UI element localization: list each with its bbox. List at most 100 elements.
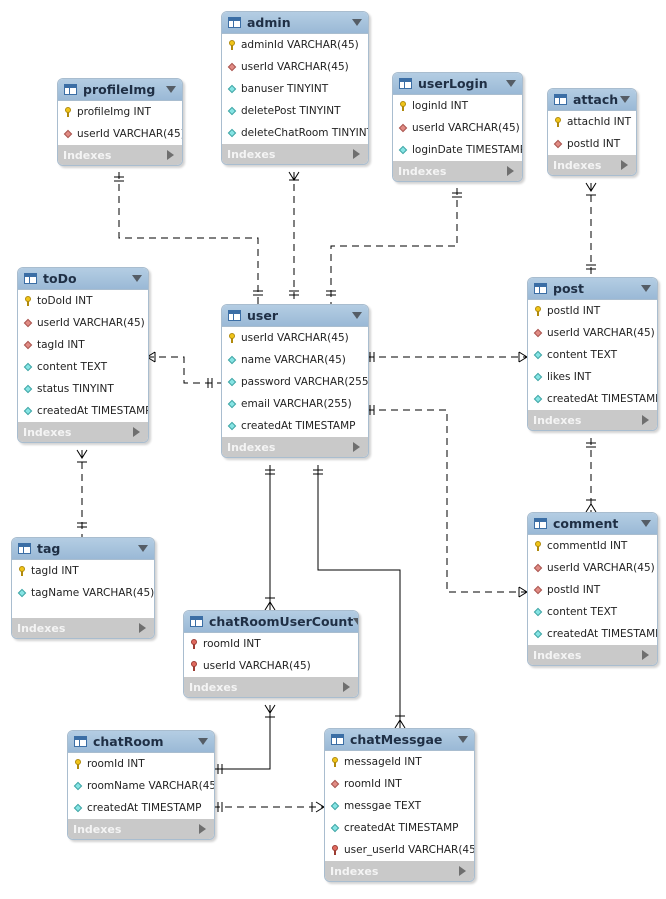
indexes-section[interactable]: Indexes [184,677,358,697]
column-row[interactable]: roomId INT [184,633,358,655]
column-row[interactable]: roomId INT [68,753,214,775]
indexes-section[interactable]: Indexes [548,155,636,175]
table-user[interactable]: user userId VARCHAR(45) name VARCHAR(45)… [221,304,369,458]
collapse-caret-icon[interactable] [352,312,362,319]
column-row[interactable]: content TEXT [528,601,657,623]
relationship-user-chatMessgae[interactable] [317,465,401,728]
column-row[interactable]: postId INT [528,579,657,601]
table-tag[interactable]: tag tagId INT tagName VARCHAR(45) Indexe… [11,537,155,639]
expand-arrow-icon[interactable] [133,427,140,437]
column-row[interactable]: deleteChatRoom TINYINT [222,122,368,144]
indexes-section[interactable]: Indexes [528,410,657,430]
column-row[interactable]: email VARCHAR(255) [222,393,368,415]
table-chatMessgae[interactable]: chatMessgae messageId INT roomId INT mes… [324,728,475,882]
table-header[interactable]: profileImg [58,79,182,101]
column-row[interactable]: roomId INT [325,773,474,795]
collapse-caret-icon[interactable] [138,545,148,552]
table-userLogin[interactable]: userLogin loginId INT userId VARCHAR(45)… [392,72,523,182]
column-row[interactable]: banuser TINYINT [222,78,368,100]
column-row[interactable]: userId VARCHAR(45) [222,327,368,349]
column-row[interactable]: postId INT [548,133,636,155]
relationship-user-profileImg[interactable] [118,172,259,304]
column-row[interactable]: userId VARCHAR(45) [18,312,148,334]
column-row[interactable]: likes INT [528,366,657,388]
column-row[interactable]: userId VARCHAR(45) [393,117,522,139]
expand-arrow-icon[interactable] [353,149,360,159]
column-row[interactable]: commentId INT [528,535,657,557]
indexes-section[interactable]: Indexes [393,161,522,181]
column-row[interactable]: createdAt TIMESTAMP [68,797,214,819]
expand-arrow-icon[interactable] [167,150,174,160]
column-row[interactable]: tagName VARCHAR(45) [12,582,154,604]
table-header[interactable]: user [222,305,368,327]
table-header[interactable]: tag [12,538,154,560]
table-header[interactable]: toDo [18,268,148,290]
column-row[interactable]: userId VARCHAR(45) [184,655,358,677]
collapse-caret-icon[interactable] [458,736,468,743]
column-row[interactable]: content TEXT [18,356,148,378]
table-comment[interactable]: comment commentId INT userId VARCHAR(45)… [527,512,658,666]
column-row[interactable]: createdAt TIMESTAMP [325,817,474,839]
column-row[interactable]: tagId INT [18,334,148,356]
collapse-caret-icon[interactable] [641,520,651,527]
table-chatRoom[interactable]: chatRoom roomId INT roomName VARCHAR(45)… [67,730,215,840]
table-profileImg[interactable]: profileImg profileImg INT userId VARCHAR… [57,78,183,166]
column-row[interactable]: attachId INT [548,111,636,133]
collapse-caret-icon[interactable] [506,80,516,87]
relationship-user-userLogin[interactable] [330,188,458,304]
table-header[interactable]: admin [222,12,368,34]
column-row[interactable]: messageId INT [325,751,474,773]
expand-arrow-icon[interactable] [642,415,649,425]
collapse-caret-icon[interactable] [166,86,176,93]
column-row[interactable]: status TINYINT [18,378,148,400]
indexes-section[interactable]: Indexes [222,144,368,164]
indexes-section[interactable]: Indexes [58,145,182,165]
collapse-caret-icon[interactable] [352,19,362,26]
table-post[interactable]: post postId INT userId VARCHAR(45) conte… [527,277,658,431]
expand-arrow-icon[interactable] [507,166,514,176]
table-header[interactable]: userLogin [393,73,522,95]
table-header[interactable]: attach [548,89,636,111]
indexes-section[interactable]: Indexes [222,437,368,457]
indexes-section[interactable]: Indexes [12,618,154,638]
column-row[interactable]: content TEXT [528,344,657,366]
relationship-user-comment[interactable] [367,409,527,593]
expand-arrow-icon[interactable] [199,824,206,834]
collapse-caret-icon[interactable] [641,285,651,292]
table-header[interactable]: comment [528,513,657,535]
relationship-user-toDo[interactable] [147,356,221,384]
table-admin[interactable]: admin adminId VARCHAR(45) userId VARCHAR… [221,11,369,165]
column-row[interactable]: name VARCHAR(45) [222,349,368,371]
collapse-caret-icon[interactable] [198,738,208,745]
column-row[interactable]: createdAt TIMESTAMP [222,415,368,437]
column-row[interactable]: createdAt TIMESTAMP [18,400,148,422]
collapse-caret-icon[interactable] [353,618,358,625]
column-row[interactable]: user_userId VARCHAR(45) [325,839,474,861]
column-row[interactable]: userId VARCHAR(45) [222,56,368,78]
table-toDo[interactable]: toDo toDoId INT userId VARCHAR(45) tagId… [17,267,149,443]
table-header[interactable]: post [528,278,657,300]
indexes-section[interactable]: Indexes [68,819,214,839]
indexes-section[interactable]: Indexes [528,645,657,665]
table-chatRoomUserCount[interactable]: chatRoomUserCount roomId INT userId VARC… [183,610,359,698]
relationship-chatRoom-chatRoomUserCount[interactable] [213,705,271,770]
column-row[interactable]: deletePost TINYINT [222,100,368,122]
table-header[interactable]: chatRoom [68,731,214,753]
expand-arrow-icon[interactable] [139,623,146,633]
expand-arrow-icon[interactable] [343,682,350,692]
table-attach[interactable]: attach attachId INT postId INT Indexes [547,88,637,176]
expand-arrow-icon[interactable] [621,160,628,170]
column-row[interactable]: profileImg INT [58,101,182,123]
column-row[interactable]: createdAt TIMESTAMP [528,388,657,410]
column-row[interactable]: password VARCHAR(255) [222,371,368,393]
expand-arrow-icon[interactable] [642,650,649,660]
column-row[interactable]: loginDate TIMESTAMP [393,139,522,161]
column-row[interactable]: roomName VARCHAR(45) [68,775,214,797]
collapse-caret-icon[interactable] [132,275,142,282]
column-row[interactable]: tagId INT [12,560,154,582]
column-row[interactable]: postId INT [528,300,657,322]
expand-arrow-icon[interactable] [353,442,360,452]
column-row[interactable]: createdAt TIMESTAMP [528,623,657,645]
expand-arrow-icon[interactable] [459,866,466,876]
column-row[interactable]: loginId INT [393,95,522,117]
